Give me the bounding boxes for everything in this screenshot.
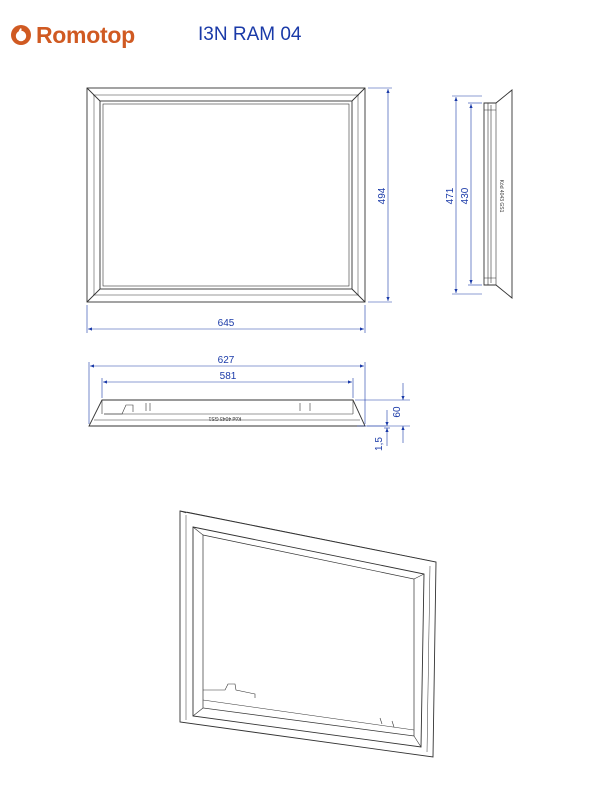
- iso-inner-opening: [192, 526, 425, 748]
- front-corner-bl: [86, 288, 101, 303]
- iso-bracket-left: [203, 683, 256, 698]
- side-view: [483, 89, 513, 299]
- front-frame-inner: [99, 100, 353, 290]
- front-corner-tl: [86, 87, 101, 102]
- iso-outer-front: [179, 510, 437, 758]
- top-view: [88, 399, 366, 427]
- front-corner-br: [351, 288, 366, 303]
- dim-top-outer: 627: [218, 355, 235, 366]
- header: Romotop I3N RAM 04: [0, 0, 600, 60]
- dim-front-height: 494: [377, 187, 388, 204]
- isometric-view: [179, 510, 437, 758]
- dim-top-inner: 581: [220, 371, 237, 382]
- top-dimensions: [88, 362, 410, 446]
- side-dimensions: [452, 95, 482, 295]
- dim-side-outer: 471: [445, 187, 456, 204]
- front-dimensions: [86, 87, 392, 333]
- front-corner-tr: [351, 87, 366, 102]
- flame-logo-icon: [11, 25, 31, 45]
- romotop-logo: Romotop: [10, 22, 180, 50]
- top-bracket-left: [104, 404, 134, 415]
- top-profile-outer: [88, 399, 366, 427]
- front-view: [86, 87, 366, 303]
- model-title: I3N RAM 04: [198, 24, 302, 45]
- dim-depth: 60: [392, 406, 403, 418]
- front-glass-edge: [102, 103, 350, 287]
- front-frame-outer: [86, 87, 366, 303]
- brand-name: Romotop: [36, 22, 135, 48]
- dim-front-width: 645: [218, 318, 235, 329]
- side-part-code: Kód 4043 GS1: [498, 180, 504, 213]
- top-part-code: Kód 4043 GS1: [208, 415, 241, 421]
- dim-side-inner: 430: [460, 187, 471, 204]
- dim-thickness: 1,5: [374, 437, 385, 451]
